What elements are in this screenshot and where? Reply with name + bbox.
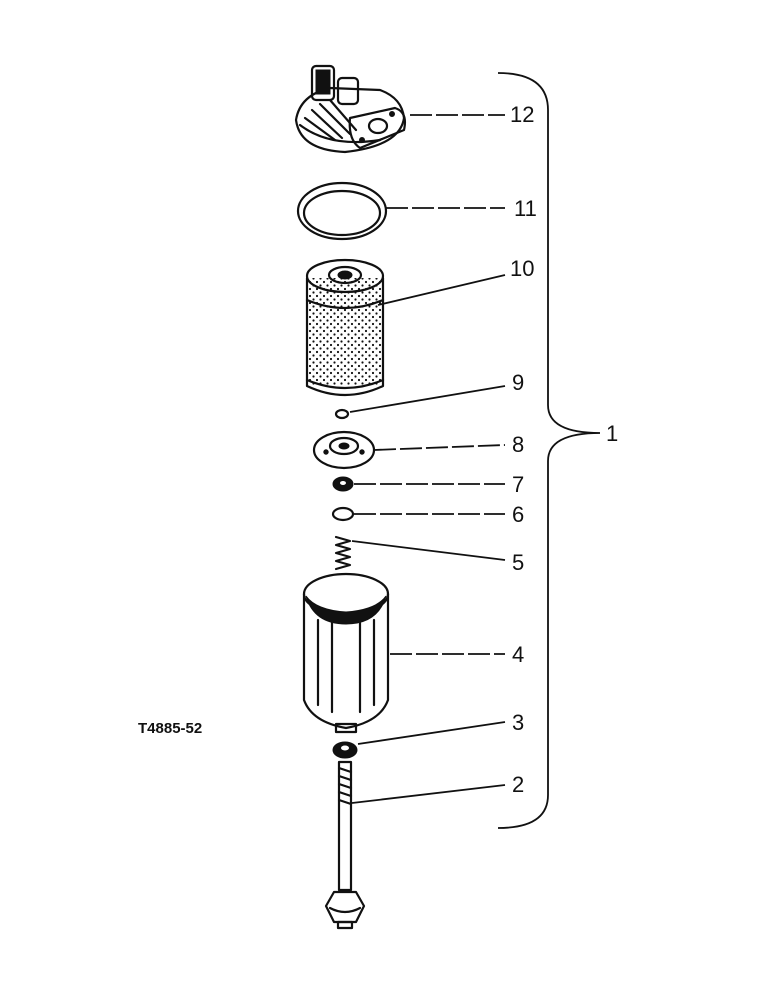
- part-3-washer: [332, 741, 358, 759]
- callout-4: 4: [512, 642, 524, 667]
- callout-6: 6: [512, 502, 524, 527]
- callout-1: 1: [606, 421, 618, 446]
- leader-lines: [349, 114, 506, 804]
- callout-3: 3: [512, 710, 524, 735]
- part-4-filter-bowl: [302, 572, 390, 734]
- part-9-small-o-ring: [334, 408, 350, 420]
- callout-12: 12: [510, 102, 534, 127]
- callout-8: 8: [512, 432, 524, 457]
- part-5-spring: [334, 535, 352, 571]
- part-12-filter-head: [294, 64, 407, 154]
- part-2-center-bolt: [324, 760, 366, 930]
- part-11-o-ring: [296, 181, 388, 241]
- part-10-filter-element: [305, 258, 385, 397]
- part-7-seal: [332, 476, 354, 492]
- assembly-brace: [497, 72, 601, 829]
- callout-2: 2: [512, 772, 524, 797]
- callout-7: 7: [512, 472, 524, 497]
- callout-10: 10: [510, 256, 534, 281]
- callout-5: 5: [512, 550, 524, 575]
- callout-9: 9: [512, 370, 524, 395]
- figure-reference: T4885-52: [138, 720, 202, 737]
- callout-11: 11: [514, 196, 537, 221]
- part-6-washer: [331, 506, 355, 522]
- part-8-retainer-plate: [312, 430, 376, 470]
